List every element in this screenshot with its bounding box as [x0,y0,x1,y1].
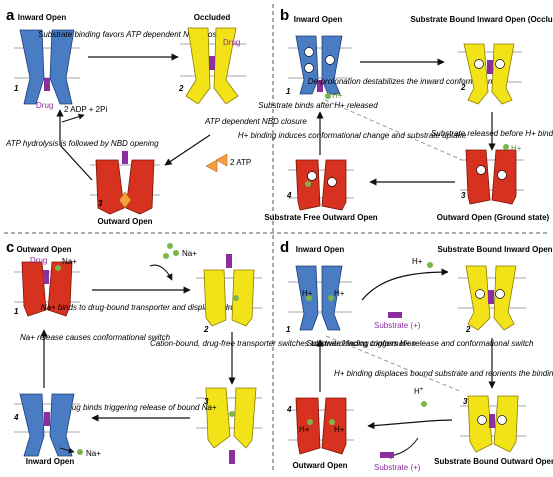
b-arrow-2-3-text: Substrate released before H+ binds [431,129,553,138]
d-transporter-4: H+ H+ 4 [286,397,354,455]
b-arrow-3-4-text: H+ binding induces conformational change… [238,131,467,140]
d-arrow-3-4 [367,419,453,430]
b-state-1: Inward Open [294,15,343,24]
d-arrow-1-2-text: Substrate binding triggers H+ release an… [306,339,534,348]
d-num-3: 3 [463,397,468,406]
d-substrate-1: Substrate (+) [374,321,421,330]
d-transporter-2: 2 [458,265,526,334]
b-arrow-4-1-text: Substrate binds after H+ released [258,101,378,110]
d-state-1: Inward Open [296,245,345,254]
panel-a-letter: a [6,7,15,24]
a-arrow-2-3-text: ATP dependent NBD closure [204,117,307,126]
b-num-4: 4 [286,191,292,200]
a-num-1: 1 [14,84,19,93]
b-state-4: Substrate Free Outward Open [264,213,377,222]
c-transporter-1: Drug Na+ 1 [14,256,80,317]
c-arrow-3-4-text: Drug binds triggering release of bound N… [63,403,217,412]
a-num-3: 3 [98,199,103,208]
a-arrow-3-1-text: ATP hydrolysis is followed by NBD openin… [5,139,159,148]
c-num-1: 1 [14,307,19,316]
a-state-occluded: Occluded [194,13,231,22]
panel-d-letter: d [280,239,289,256]
c-num-2: 2 [203,325,209,334]
a-transporter-3: 3 [90,151,160,215]
d-hin-3: H+ [299,425,310,434]
panel-a: a Inward Open Occluded Outward Open 1 Dr… [5,7,307,226]
d-hin-4: H+ [334,425,345,434]
a-adp: 2 ADP + 2Pi [64,105,107,114]
d-substrate-2: Substrate (+) [374,463,421,472]
c-transporter-3: 3 [196,387,262,464]
b-state-2: Substrate Bound Inward Open (Occluded) [410,15,553,24]
panel-b: b Inward Open Substrate Bound Inward Ope… [238,7,553,222]
a-num-2: 2 [178,84,184,93]
c-num-3: 3 [204,397,209,406]
c-transporter-2: 2 [196,254,262,334]
a-drug-label-1: Drug [36,101,53,110]
a-state-inward-open: Inward Open [18,13,67,22]
c-arrow-4-1-text: Na+ release causes conformational switch [20,333,171,342]
panel-c-letter: c [6,239,14,256]
b-transporter-3: H+ 3 [460,144,524,205]
d-state-4: Outward Open [292,461,347,470]
a-drug-label-2: Drug [223,38,240,47]
d-transporter-3: 3 [460,395,526,453]
a-arrow-2-3 [164,134,211,166]
a-state-outward-open: Outward Open [97,217,152,226]
d-dashed-guide [325,335,463,393]
c-arrow-2-3-text: Cation-bound, drug-free transporter swit… [150,339,416,348]
a-atp: 2 ATP [230,158,251,167]
c-transporter-4: Na+ 4 [13,393,101,458]
a-arrow-1-2-text: Substrate binding favors ATP dependent N… [38,30,229,39]
a-transporter-2: Drug 2 [178,27,246,105]
b-num-1: 1 [286,87,291,96]
d-num-1: 1 [286,325,291,334]
c-drug: Drug [30,256,47,265]
d-state-2: Substrate Bound Inward Open [437,245,552,254]
d-num-2: 2 [465,325,471,334]
b-state-3: Outward Open (Ground state) [437,213,550,222]
c-state-1: Outward Open [16,245,71,254]
c-num-4: 4 [13,413,19,422]
panel-d: d Inward Open Substrate Bound Inward Ope… [280,239,553,472]
b-transporter-4: 4 [286,159,354,211]
c-na-1: Na+ [62,257,77,266]
d-hin-2: H+ [334,289,345,298]
c-na-3: Na+ [86,449,101,458]
c-state-4: Inward Open [26,457,75,466]
b-arrow-1-2-text: De-protonation destabilizes the inward c… [308,77,493,86]
b-transporter-1: H+ 1 [286,35,352,100]
d-transporter-1: H+ H+ 1 [286,265,352,334]
b-num-2: 2 [460,83,466,92]
panel-b-letter: b [280,7,289,24]
d-arrow-1-2 [361,268,449,301]
b-transporter-2: 2 [458,43,522,105]
d-hin-1: H+ [302,289,313,298]
b-num-3: 3 [461,191,466,200]
d-hplus-out: H+ [412,257,423,266]
b-h-2: H+ [511,144,522,153]
b-h-1: H+ [332,91,343,100]
d-arrow-4-1-text: H+ binding displaces bound substrate and… [334,369,553,378]
a-transporter-1: 1 Drug [14,29,80,110]
c-na-uptake-arrow [149,264,173,281]
d-state-3: Substrate Bound Outward Open [434,457,553,466]
d-hplus-in: H+ [414,387,424,396]
b-dashed-guide [324,99,463,161]
c-na-2: Na+ [182,249,197,258]
c-arrow-1-2-text: Na+ binds to drug-bound transporter and … [41,303,240,312]
d-num-4: 4 [286,405,292,414]
a-arrow-3-1 [56,109,93,181]
panel-c: c Outward Open Inward Open Drug Na+ 1 Na… [6,239,416,466]
